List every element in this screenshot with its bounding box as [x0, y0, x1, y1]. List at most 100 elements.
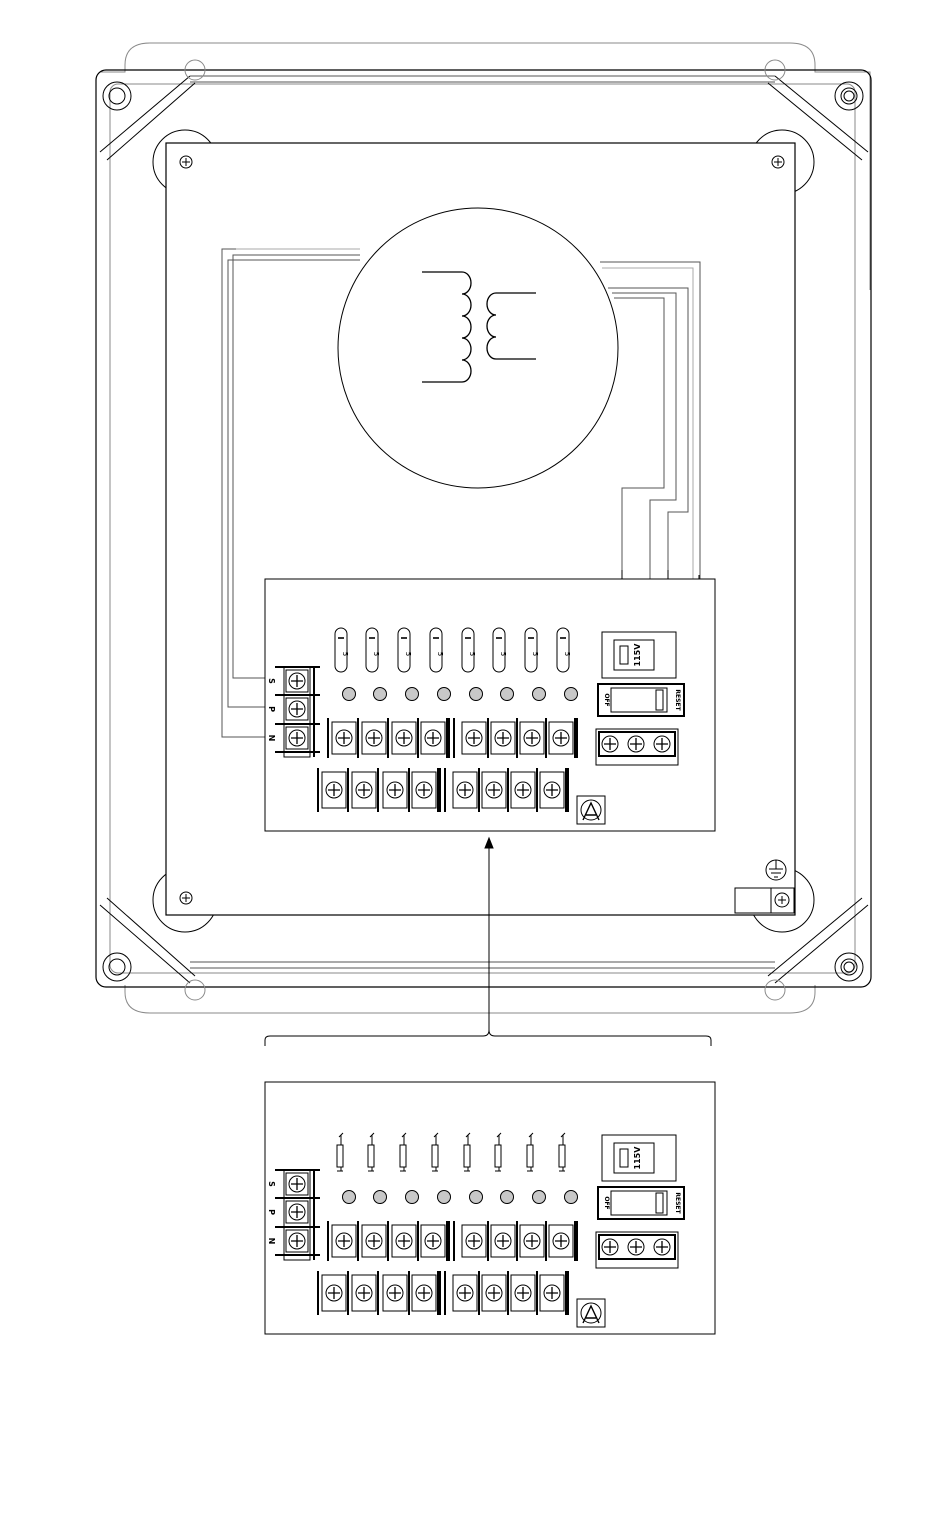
led-indicator [374, 1191, 387, 1204]
output-terminal [383, 1271, 409, 1315]
output-terminal [549, 718, 575, 758]
output-terminal [362, 1221, 388, 1261]
fuse: 5 [430, 628, 444, 672]
breaker-off-label: OFF [603, 1196, 610, 1209]
screw-head-icon [289, 1176, 305, 1192]
screw-head-icon [416, 1285, 432, 1301]
power-supply-board: 55555555 SPN 115V OFFRESET [265, 579, 715, 831]
output-terminal [520, 1221, 546, 1261]
screw-head-icon [457, 1285, 473, 1301]
screw-head-icon [486, 782, 502, 798]
screw-head-icon [486, 1285, 502, 1301]
fuse-rating-label: 5 [436, 652, 444, 656]
screw-head-icon [466, 730, 482, 746]
breaker-reset-label: RESET [674, 689, 681, 711]
screw-head-icon [289, 1233, 305, 1249]
output-terminal [352, 768, 378, 812]
screw-head-icon [553, 1233, 569, 1249]
fuse: 5 [398, 628, 412, 672]
screw-head-icon [336, 730, 352, 746]
voltage-select-switch: 115V [602, 632, 676, 678]
mounting-hole-bottom-right [835, 953, 863, 981]
output-terminal [453, 1271, 479, 1315]
screw-head-icon [495, 1233, 511, 1249]
led-indicator [533, 1191, 546, 1204]
output-terminal [392, 718, 418, 758]
terminal-letter-label: S [267, 1181, 276, 1187]
screw-head-icon [336, 1233, 352, 1249]
led-indicator [438, 1191, 451, 1204]
screw-head-icon [356, 782, 372, 798]
screw-head-icon [466, 1233, 482, 1249]
voltage-label: 115V [633, 1146, 642, 1170]
screw-head-icon [326, 782, 342, 798]
fuse: 5 [462, 628, 476, 672]
fuse-rating-label: 5 [563, 652, 571, 656]
led-indicator [343, 688, 356, 701]
screw-head-icon [289, 673, 305, 689]
altronix-logo-icon [577, 1299, 605, 1327]
output-terminal [412, 1271, 438, 1315]
fuse: 5 [366, 628, 380, 672]
screw-head-icon [396, 1233, 412, 1249]
terminal-letter-label: P [267, 1209, 276, 1215]
aux-terminal [628, 1239, 644, 1255]
aux-terminal [602, 736, 618, 752]
led-indicator [470, 1191, 483, 1204]
aux-terminal [602, 1239, 618, 1255]
screw-head-icon [387, 1285, 403, 1301]
output-terminal [462, 1221, 488, 1261]
output-terminal [322, 768, 348, 812]
screw-head-icon [366, 730, 382, 746]
screw-head-icon [515, 782, 531, 798]
output-terminal [412, 768, 438, 812]
fuse: 5 [557, 628, 571, 672]
output-terminal [421, 718, 447, 758]
led-indicator [406, 688, 419, 701]
screw-head-icon [602, 1239, 618, 1255]
fuse: 5 [493, 628, 507, 672]
screw-head-icon [416, 782, 432, 798]
altronix-logo-icon [577, 796, 605, 824]
screw-head-icon [553, 730, 569, 746]
screw-head-icon [396, 730, 412, 746]
output-terminal [362, 718, 388, 758]
led-indicator [501, 1191, 514, 1204]
led-indicator [533, 688, 546, 701]
terminal-letter-label: N [267, 1238, 276, 1245]
output-terminal [383, 768, 409, 812]
mounting-hole-top-right [835, 82, 863, 110]
screw-head-icon [654, 736, 670, 752]
screw-head-icon [289, 701, 305, 717]
fuse-rating-label: 5 [531, 652, 539, 656]
fuse-rating-label: 5 [341, 652, 349, 656]
output-terminal [491, 1221, 517, 1261]
terminal-letter-label: N [267, 735, 276, 742]
screw-head-icon [289, 730, 305, 746]
led-indicator [406, 1191, 419, 1204]
output-terminal [392, 1221, 418, 1261]
breaker-reset-label: RESET [674, 1192, 681, 1214]
fuse-rating-label: 5 [372, 652, 380, 656]
output-terminal [482, 768, 508, 812]
screw-head-icon [628, 736, 644, 752]
screw-head-icon [544, 1285, 560, 1301]
voltage-select-switch: 115V [602, 1135, 676, 1181]
output-terminal [540, 768, 566, 812]
screw-head-icon [356, 1285, 372, 1301]
breaker-off-label: OFF [603, 693, 610, 706]
led-indicator [343, 1191, 356, 1204]
output-terminal [491, 718, 517, 758]
screw-head-icon [289, 1204, 305, 1220]
terminal-letter-label: S [267, 678, 276, 684]
screw-head-icon [495, 730, 511, 746]
output-terminal [453, 768, 479, 812]
fuse-rating-label: 5 [468, 652, 476, 656]
circuit-breaker: OFF RESET [598, 1187, 684, 1219]
output-terminal [332, 1221, 358, 1261]
fuse-rating-label: 5 [404, 652, 412, 656]
aux-terminal [654, 1239, 670, 1255]
output-terminal [511, 768, 537, 812]
aux-terminal [654, 736, 670, 752]
